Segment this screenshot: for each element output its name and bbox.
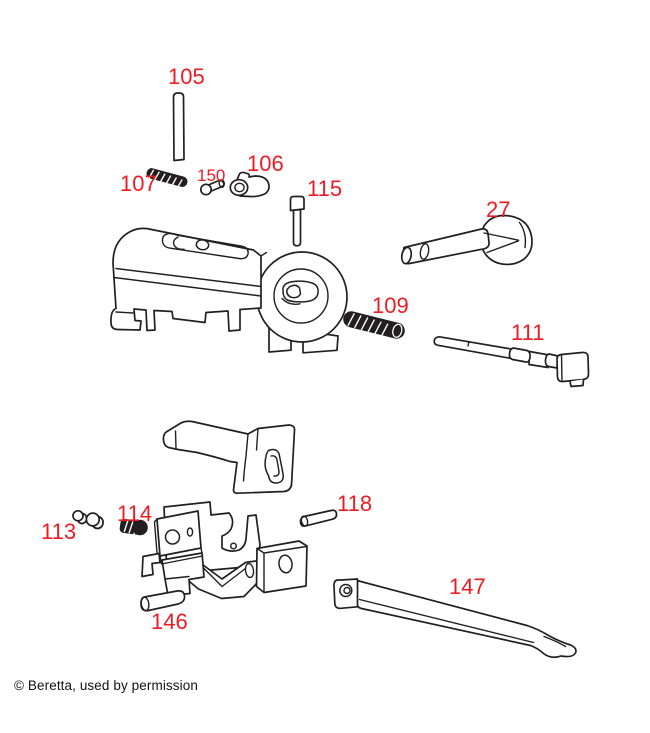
hammer-drawing — [162, 420, 296, 495]
bolt-body-drawing — [110, 227, 348, 354]
part-111-firing-pin-drawing — [433, 335, 590, 388]
part-label-113: 113 — [41, 519, 77, 544]
part-147-trigger-bar-drawing — [333, 578, 577, 659]
part-114-spring-drawing — [119, 518, 148, 536]
part-label-106: 106 — [247, 151, 284, 176]
part-105-pin-drawing — [172, 92, 185, 162]
part-27-bolt-handle-drawing — [400, 214, 533, 266]
part-115-pin-drawing — [289, 195, 305, 247]
part-label-107: 107 — [120, 171, 157, 196]
part-106-bushing-drawing — [229, 171, 270, 198]
part-118-pin-drawing — [299, 509, 338, 527]
part-150-plunger-drawing — [199, 179, 226, 196]
part-label-109: 109 — [372, 293, 409, 318]
part-label-118: 118 — [337, 491, 373, 516]
part-label-147: 147 — [449, 574, 486, 599]
part-109-spring-drawing — [343, 311, 405, 339]
part-label-115: 115 — [307, 176, 343, 201]
part-label-150: 150 — [197, 166, 226, 185]
part-146-pin-drawing — [140, 590, 186, 612]
copyright-notice: © Beretta, used by permission — [14, 678, 198, 693]
part-label-111: 111 — [511, 320, 545, 345]
trigger-housing-drawing — [141, 501, 308, 600]
part-label-114: 114 — [117, 501, 153, 526]
part-107-spring-drawing — [146, 168, 188, 188]
part-113-plungers-drawing — [72, 509, 104, 530]
part-label-105: 105 — [168, 64, 205, 89]
part-label-146: 146 — [151, 609, 188, 634]
part-label-27: 27 — [486, 197, 511, 222]
